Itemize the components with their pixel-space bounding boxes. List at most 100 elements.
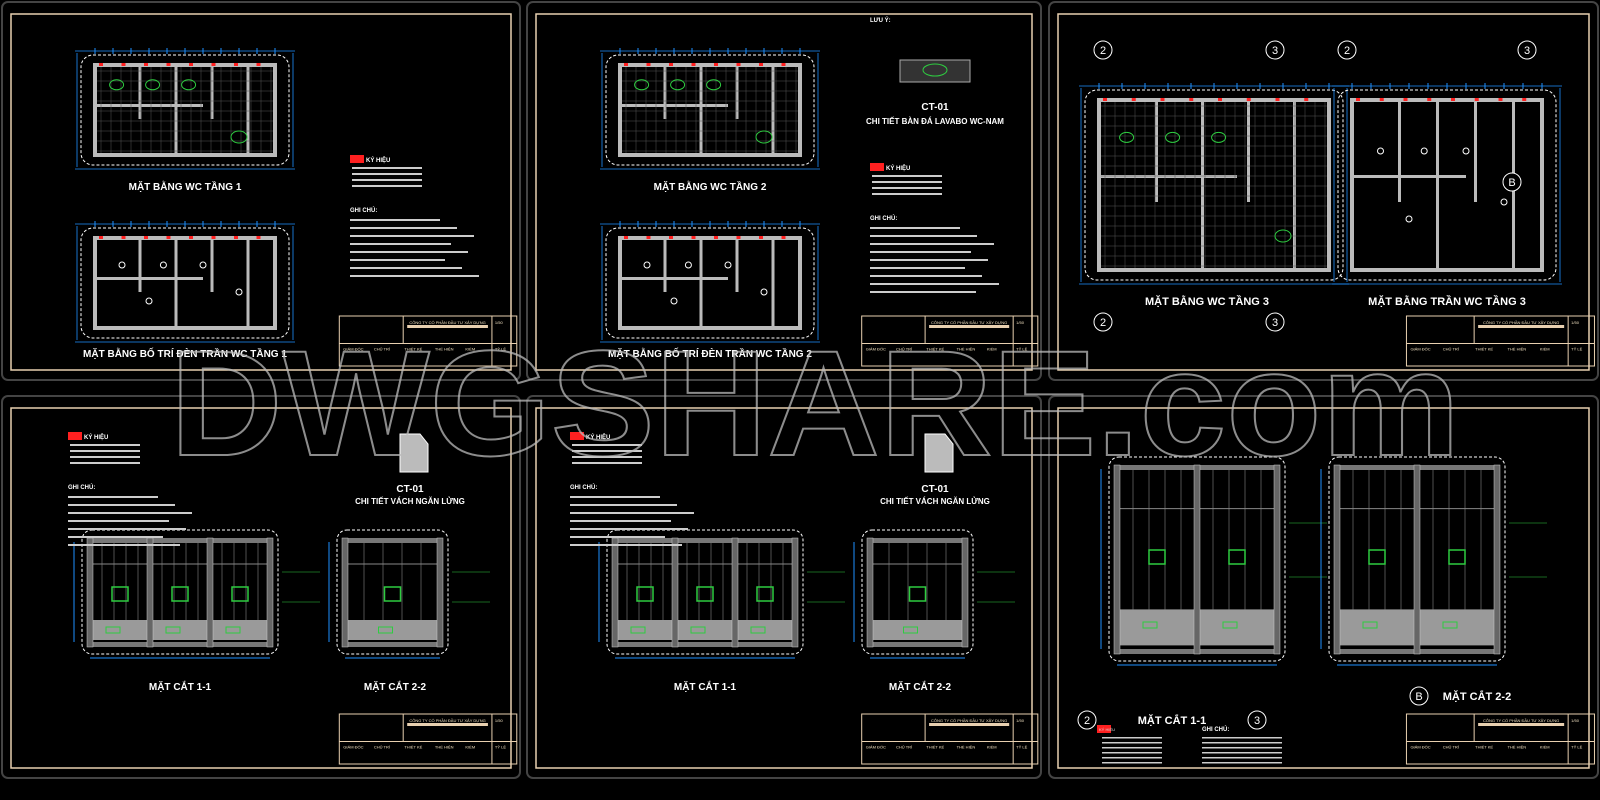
door-mark [1498,98,1503,101]
ceiling-light [199,261,207,269]
grid-axis-bubble [1247,710,1267,730]
section-outline [336,529,449,655]
legend-line [1102,747,1162,749]
door-mark [781,63,786,66]
scale-value: 1/50 [495,718,504,723]
wall-outline [93,236,277,330]
toilet-fixture [1442,621,1458,629]
company-name: CÔNG TY CỔ PHẦN ĐẦU TƯ XÂY DỰNG [409,718,485,723]
column [341,537,349,648]
company-name: CÔNG TY CỔ PHẦN ĐẦU TƯ XÂY DỰNG [931,320,1007,325]
title-block-label: THỂ HIỆN [435,745,454,750]
note-line [1202,757,1282,759]
lavabo-fixture [230,130,248,144]
title-block-label: THIẾT KẾ [1475,347,1493,352]
door-mark [624,63,628,66]
grid-axis-bubble [1093,40,1113,60]
note-line [1202,752,1282,754]
title-block-label: THIẾT KẾ [404,347,422,352]
door-mark [121,236,126,239]
door-mark [166,236,171,239]
toilet-fixture [750,626,766,634]
ceiling-light [1405,215,1413,223]
notes-header: GHI CHÚ: [870,215,897,222]
drawing-title: MẶT CẮT 1-1 [1138,714,1206,727]
company-name: CÔNG TY CỔ PHẦN ĐẦU TƯ XÂY DỰNG [931,718,1007,723]
legend-line [352,167,422,169]
legend-line [352,179,422,181]
ceiling-light [118,261,126,269]
notes-header: GHI CHÚ: [570,484,597,491]
note-line [68,512,192,514]
partition-detail [399,433,429,473]
legend-line [872,193,942,195]
mirror [383,586,402,602]
door-mark [1403,98,1408,101]
title-block-label: THỂ HIỆN [957,745,976,750]
lavabo-fixture [755,130,773,144]
scale-value: 1/50 [1016,718,1025,723]
door-mark [646,63,651,66]
title-block-label: THỂ HIỆN [435,347,454,352]
toilet-fixture [1165,131,1181,143]
note-line [68,520,169,522]
note-line [350,251,468,253]
column [961,537,969,648]
note-line [1202,737,1282,739]
door-mark [144,63,148,66]
drawing-title: MẶT CẮT 1-1 [674,680,737,693]
detail-title: CHI TIẾT BÀN ĐÁ LAVABO WC-NAM [866,116,1004,126]
grid-axis-bubble [1077,710,1097,730]
legend-header: KÝ HIỆU [886,164,910,172]
drawing-title: MẶT BẰNG WC TẦNG 3 [1145,295,1269,308]
title-block-label: KIỂM [1540,745,1550,750]
ceiling-light [1377,147,1384,155]
toilet-fixture [690,626,706,634]
toilet-fixture [1222,621,1238,629]
project-name-bar [929,723,1010,726]
drawing-title: MẶT BẰNG WC TẦNG 1 [129,180,242,193]
sheet-border [535,13,1033,371]
legend-line [872,187,942,189]
grid-axis-bubble [1502,172,1522,192]
grid-axis-label: 2 [1084,715,1090,727]
column [791,537,799,648]
note-line [350,259,445,261]
grid-axis-label: 2 [1344,45,1350,57]
toilet-fixture [145,79,161,91]
title-block [1405,315,1595,367]
title-block-label: KIỂM [465,745,475,750]
watermark-text: DWGSHARE.com [170,319,1460,487]
note-line [870,259,988,261]
section-outline [1108,456,1286,662]
sheet-frame [1,1,521,381]
legend-line [1102,757,1162,759]
note-line [870,243,994,245]
legend-line [70,462,140,464]
toilet-fixture [109,79,125,91]
door-mark [256,63,261,66]
note-line [870,251,971,253]
mirror [171,586,189,602]
note-line [350,227,457,229]
toilet-fixture [1362,621,1378,629]
grid-axis-label: 3 [1272,45,1278,57]
title-block-label: CHỦ TRÌ [374,745,390,750]
ceiling-light [760,288,768,296]
door-mark [1304,98,1309,101]
ceiling-light [235,288,243,296]
sheet-frame [526,1,1042,381]
column [206,537,214,648]
title-block-label: TỶ LỆ [1016,745,1027,750]
column [146,537,154,648]
grid-axis-label: 2 [1100,317,1106,329]
door-mark [99,236,103,239]
notes-header: GHI CHÚ: [1202,726,1229,733]
grid-axis-label: 2 [1100,45,1106,57]
door-mark [669,63,673,66]
section-outline [80,227,290,339]
legend-line [352,185,422,187]
column [266,537,274,648]
note-line [68,544,180,546]
note-line [570,520,671,522]
